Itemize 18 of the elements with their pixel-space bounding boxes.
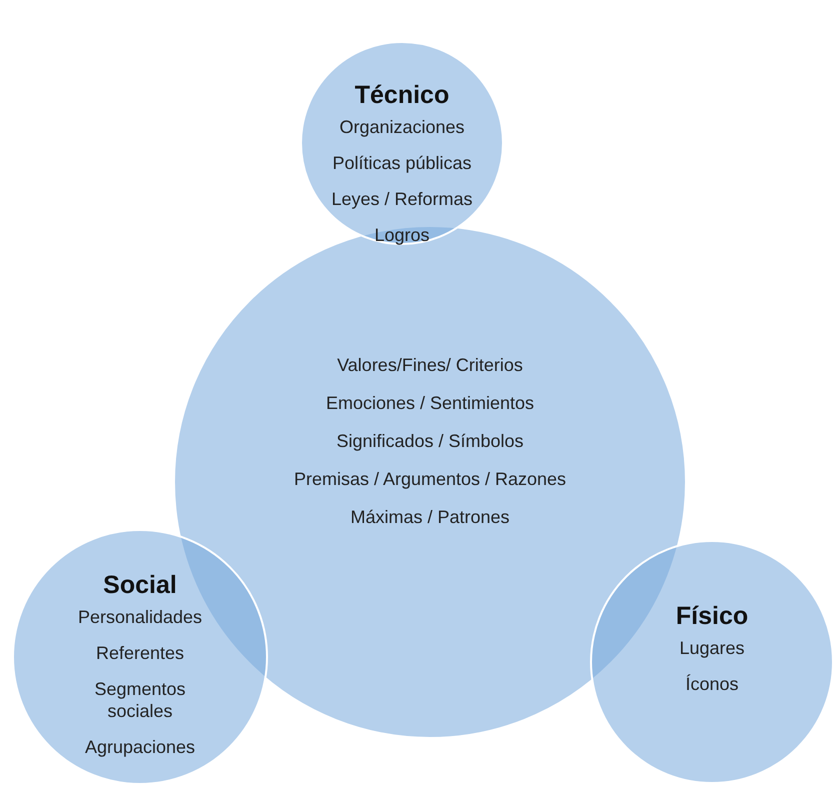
circle-item: Significados / Símbolos: [336, 430, 524, 452]
circle-item: Valores/Fines/ Criterios: [337, 354, 523, 376]
circle-heading: Físico: [676, 602, 748, 631]
circle-item: Premisas / Argumentos / Razones: [294, 468, 566, 490]
circle-item: Íconos: [685, 673, 739, 695]
circle-item: Leyes / Reformas: [331, 188, 473, 210]
circle-item: Segmentos sociales: [93, 678, 187, 722]
circle-item: Agrupaciones: [84, 736, 196, 758]
circle-item: Políticas públicas: [332, 152, 472, 174]
circle-item: Máximas / Patrones: [350, 506, 510, 528]
circle-item: Referentes: [96, 642, 184, 664]
circle-item: Emociones / Sentimientos: [326, 392, 534, 414]
circle-item: Logros: [374, 224, 430, 246]
circle-heading: Técnico: [354, 81, 450, 110]
circle-item: Personalidades: [78, 606, 202, 628]
circle-item: Organizaciones: [339, 116, 465, 138]
circle-item: Lugares: [679, 637, 745, 659]
circle-heading: Social: [103, 571, 177, 600]
